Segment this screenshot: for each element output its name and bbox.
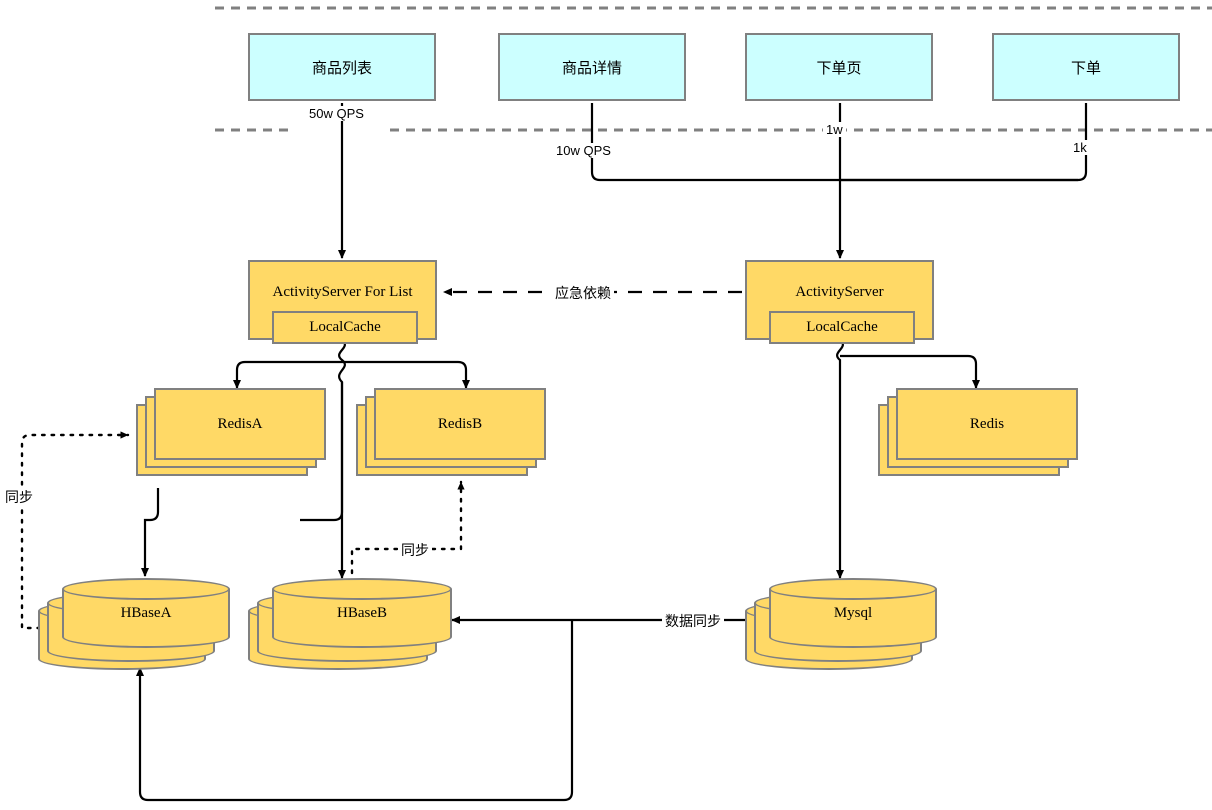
edge-label-emergency-dependency: 应急依赖 [552, 283, 614, 303]
wire-as-localcache-down [836, 339, 844, 579]
local-cache-label: LocalCache [309, 319, 381, 335]
traffic-label-50w-qps: 50w QPS [306, 106, 367, 121]
edge-label-sync-left: 同步 [2, 487, 36, 507]
stack-layer-front [154, 388, 326, 460]
service-label: ActivityServer [795, 284, 884, 300]
cache-label: RedisB [437, 415, 483, 432]
local-cache-activityserver[interactable]: LocalCache [769, 311, 915, 344]
front-node-label: 下单 [1070, 60, 1101, 77]
front-node-order-submit[interactable]: 下单 [992, 33, 1180, 101]
wire-aslist-localcache-down [300, 339, 346, 522]
traffic-label-1k: 1k [1070, 140, 1090, 155]
edge-label-sync-middle: 同步 [398, 540, 432, 560]
front-node-product-detail[interactable]: 商品详情 [498, 33, 686, 101]
stack-layer-front [896, 388, 1078, 460]
local-cache-for-list[interactable]: LocalCache [272, 311, 418, 344]
cache-redis-b[interactable]: RedisB [356, 388, 546, 488]
cache-label: RedisA [217, 415, 263, 432]
traffic-label-10w-qps: 10w QPS [553, 143, 614, 158]
wire-as-to-redis [840, 354, 980, 389]
wire-loop-to-hbasea [136, 620, 574, 802]
wire-aslist-to-redisb [342, 360, 470, 389]
wire-detail-to-bus [590, 103, 1078, 182]
front-node-order-page[interactable]: 下单页 [745, 33, 933, 101]
stack-layer-front [374, 388, 546, 460]
cache-redis-a[interactable]: RedisA [136, 388, 326, 488]
cache-redis[interactable]: Redis [878, 388, 1078, 488]
edge-label-data-sync: 数据同步 [662, 611, 724, 631]
store-label: HBaseA [120, 604, 172, 621]
wire-sync-hbaseb-to-redisb [350, 480, 465, 594]
store-mysql[interactable]: Mysql [745, 578, 937, 670]
wire-aslist-to-redisa [233, 360, 342, 389]
cyl-layer-front [769, 578, 937, 648]
cyl-layer-front [272, 578, 452, 648]
cache-label: Redis [969, 415, 1005, 432]
front-node-label: 商品列表 [311, 60, 372, 77]
service-label: ActivityServer For List [272, 284, 413, 300]
store-hbase-a[interactable]: HBaseA [38, 578, 230, 670]
wire-submit-to-bus [840, 103, 1088, 182]
local-cache-label: LocalCache [806, 319, 878, 335]
front-node-label: 下单页 [816, 60, 862, 77]
front-node-label: 商品详情 [561, 60, 622, 77]
traffic-label-1w: 1w [823, 122, 846, 137]
wire-sync-hbasea-to-redisa [20, 431, 130, 630]
front-node-product-list[interactable]: 商品列表 [248, 33, 436, 101]
cyl-layer-front [62, 578, 230, 648]
store-label: Mysql [833, 604, 873, 621]
store-label: HBaseB [337, 604, 387, 621]
store-hbase-b[interactable]: HBaseB [248, 578, 452, 670]
wire-redisa-to-hbasea [141, 488, 160, 577]
